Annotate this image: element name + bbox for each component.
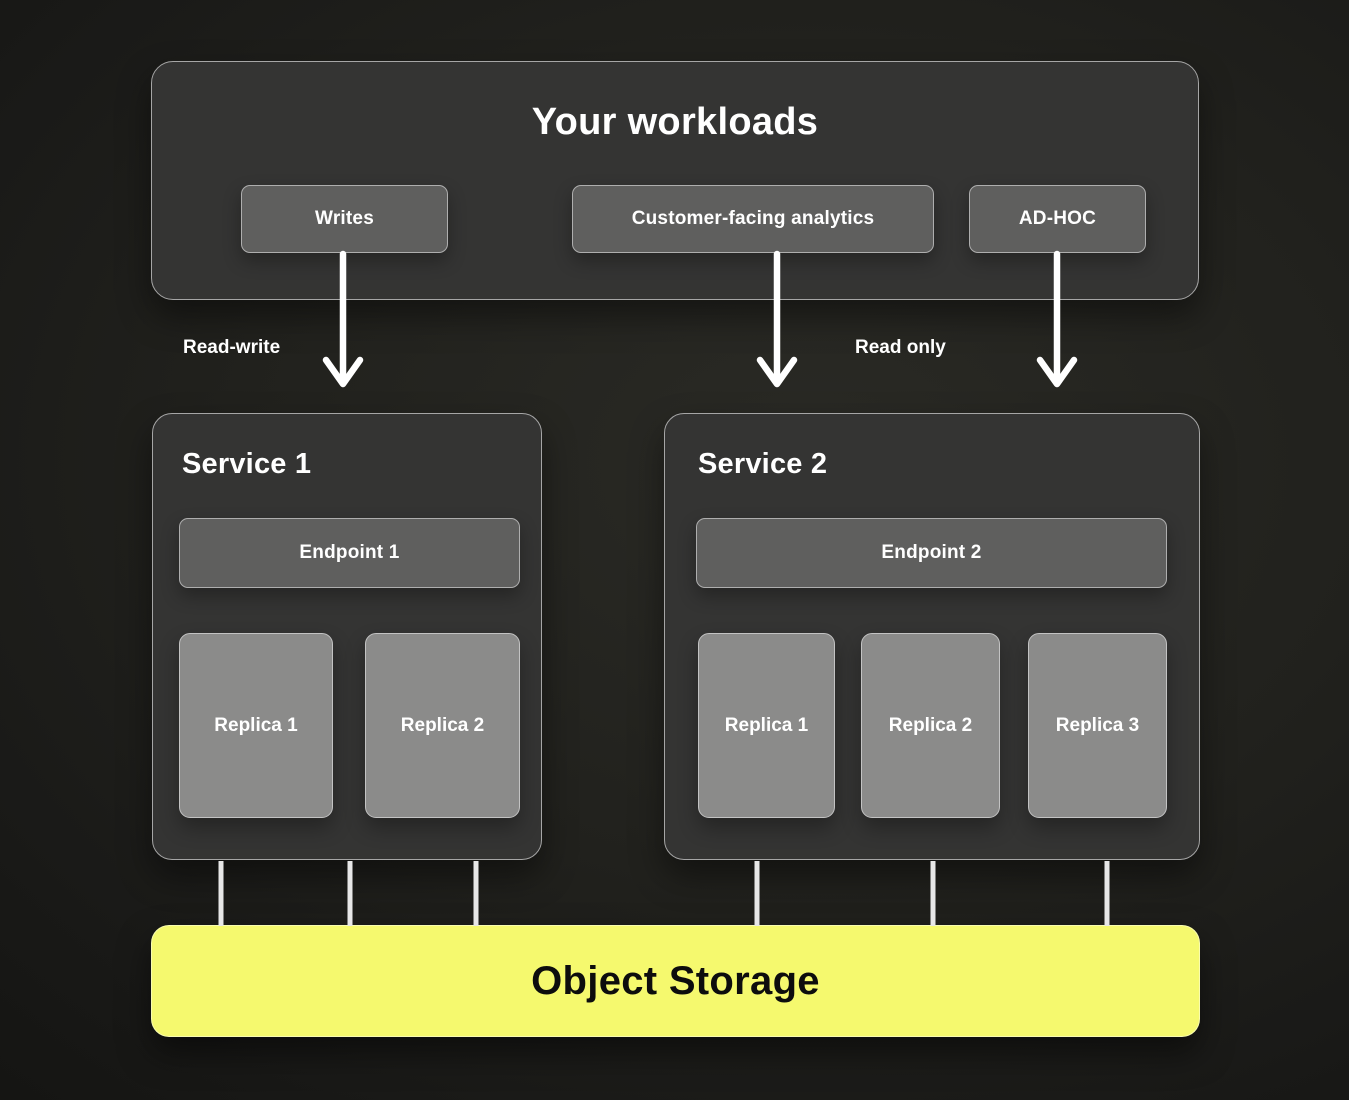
service2-replica-2: Replica 2 bbox=[861, 633, 1000, 818]
service2-title: Service 2 bbox=[698, 448, 828, 480]
arrow-read-write-head bbox=[322, 356, 364, 388]
service2-panel: Service 2 Endpoint 2 Replica 1 Replica 2… bbox=[664, 413, 1200, 860]
workloads-panel: Your workloads Writes Customer-facing an… bbox=[151, 61, 1199, 300]
object-storage-label: Object Storage bbox=[531, 958, 820, 1003]
service1-replica-1: Replica 1 bbox=[179, 633, 333, 818]
service1-panel: Service 1 Endpoint 1 Replica 1 Replica 2 bbox=[152, 413, 542, 860]
service2-replica-3: Replica 3 bbox=[1028, 633, 1167, 818]
arrow-read-only-1-head bbox=[756, 356, 798, 388]
service1-replica-2: Replica 2 bbox=[365, 633, 520, 818]
service2-endpoint: Endpoint 2 bbox=[696, 518, 1167, 588]
object-storage-bar: Object Storage bbox=[151, 925, 1200, 1037]
workload-customer-facing-analytics: Customer-facing analytics bbox=[572, 185, 934, 253]
read-only-label: Read only bbox=[855, 337, 946, 358]
workload-ad-hoc: AD-HOC bbox=[969, 185, 1146, 253]
workload-writes: Writes bbox=[241, 185, 448, 253]
read-write-label: Read-write bbox=[183, 337, 281, 358]
service2-replica-1: Replica 1 bbox=[698, 633, 835, 818]
arrow-read-only-2-head bbox=[1036, 356, 1078, 388]
service1-endpoint: Endpoint 1 bbox=[179, 518, 520, 588]
workloads-title: Your workloads bbox=[531, 101, 819, 143]
service1-title: Service 1 bbox=[182, 448, 312, 480]
